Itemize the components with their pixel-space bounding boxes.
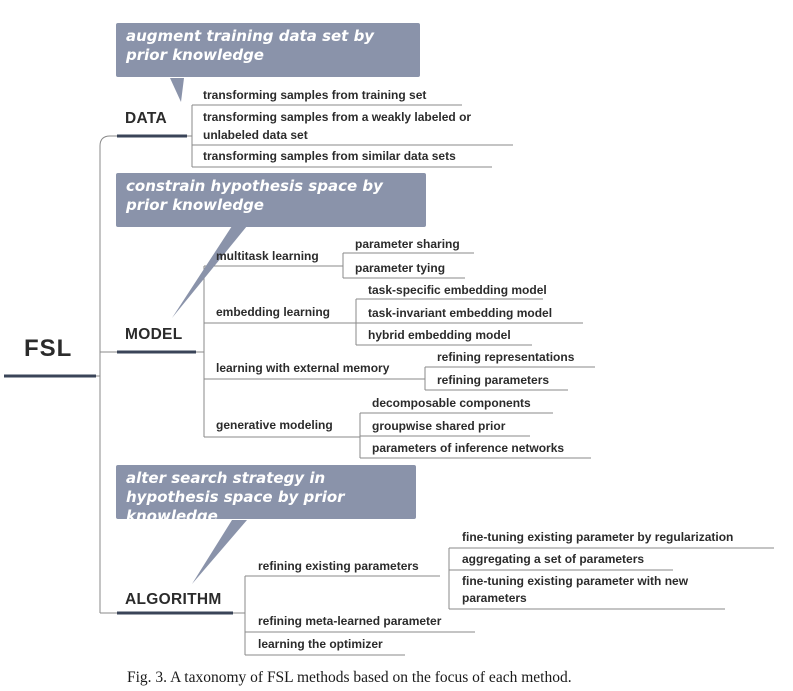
- model-item-refining-representations: refining representations: [437, 350, 575, 364]
- algorithm-group-meta-learned: refining meta-learned parameter: [258, 614, 442, 628]
- callout-algorithm: alter search strategy in hypothesis spac…: [116, 465, 416, 525]
- algorithm-item-aggregating: aggregating a set of parameters: [462, 552, 645, 566]
- callout-model: constrain hypothesis space by prior know…: [116, 173, 426, 227]
- model-group-embedding: embedding learning: [216, 305, 331, 319]
- model-item-inference-networks: parameters of inference networks: [372, 441, 565, 455]
- model-group-multitask: multitask learning: [216, 249, 319, 263]
- category-data: DATA: [125, 110, 167, 127]
- algorithm-group-refining-existing: refining existing parameters: [258, 559, 419, 573]
- model-item-groupwise-prior: groupwise shared prior: [372, 419, 506, 433]
- model-group-generative: generative modeling: [216, 418, 333, 432]
- algorithm-item-regularization: fine-tuning existing parameter by regula…: [462, 530, 734, 544]
- root-node-fsl: FSL: [24, 335, 73, 362]
- model-item-hybrid: hybrid embedding model: [368, 328, 511, 342]
- model-item-task-invariant: task-invariant embedding model: [368, 306, 553, 320]
- category-model: MODEL: [125, 326, 183, 343]
- model-item-refining-parameters: refining parameters: [437, 373, 550, 387]
- algorithm-item-new-parameters-line2: parameters: [462, 591, 527, 605]
- algorithm-item-new-parameters-line1: fine-tuning existing parameter with new: [462, 574, 689, 588]
- callout-data: augment training data set by prior knowl…: [116, 23, 420, 77]
- figure-caption: Fig. 3. A taxonomy of FSL methods based …: [127, 669, 572, 686]
- data-item-similar-sets: transforming samples from similar data s…: [203, 149, 456, 163]
- model-group-external-memory: learning with external memory: [216, 361, 390, 375]
- model-item-decomposable: decomposable components: [372, 396, 531, 410]
- model-item-parameter-tying: parameter tying: [355, 261, 446, 275]
- category-algorithm: ALGORITHM: [125, 591, 222, 608]
- data-item-weakly-labeled-line1: transforming samples from a weakly label…: [203, 110, 472, 124]
- model-item-task-specific: task-specific embedding model: [368, 283, 547, 297]
- data-item-training-set: transforming samples from training set: [203, 88, 427, 102]
- algorithm-group-learning-optimizer: learning the optimizer: [258, 637, 383, 651]
- data-item-weakly-labeled-line2: unlabeled data set: [203, 128, 308, 142]
- model-item-parameter-sharing: parameter sharing: [355, 237, 460, 251]
